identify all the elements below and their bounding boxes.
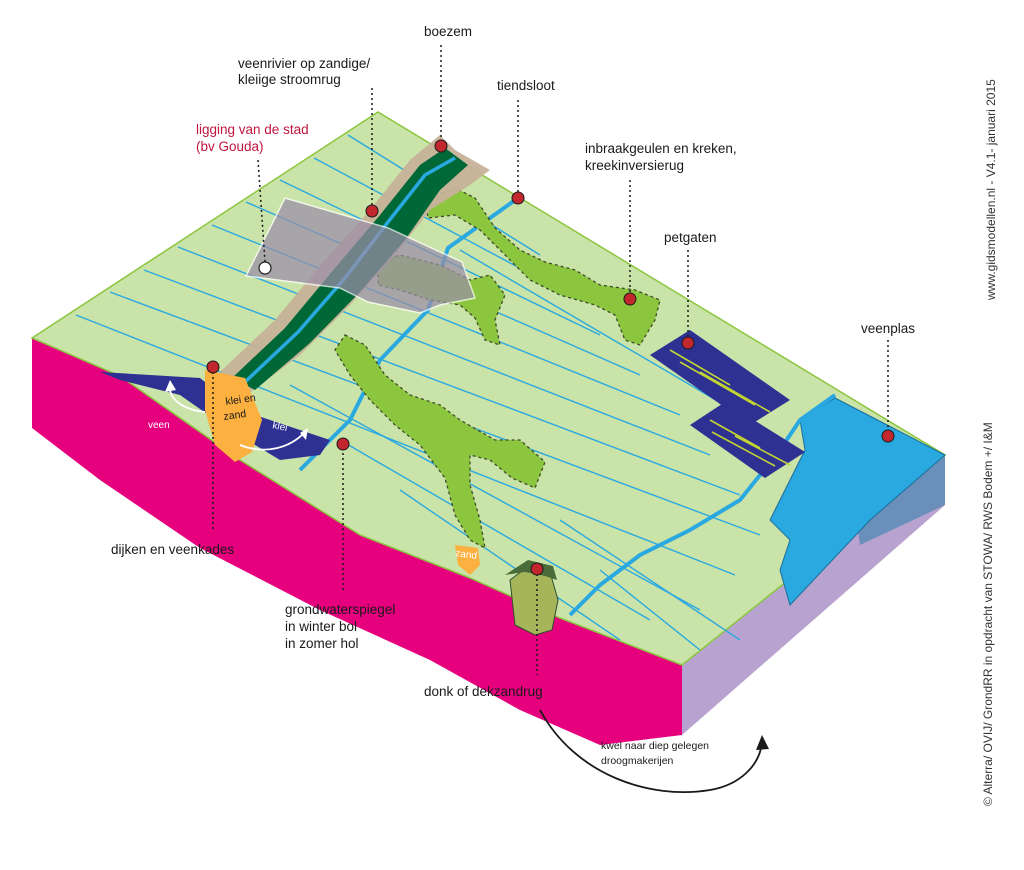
marker-stad xyxy=(258,261,272,275)
credit-copyright: © Alterra/ OVIJ/ GrondRR in opdracht van… xyxy=(981,422,995,806)
label-klei-en: klei en xyxy=(225,392,257,408)
label-veenrivier-line2: kleiige stroomrug xyxy=(238,72,341,87)
marker-grondwater xyxy=(336,437,350,451)
klei-en-zand-body xyxy=(205,370,262,462)
main-canal-south xyxy=(568,393,837,617)
label-inbraak-line1: inbraakgeulen en kreken, xyxy=(585,141,737,156)
stad-gouda-area xyxy=(244,197,477,314)
zand-lens xyxy=(455,545,480,575)
label-boezem: boezem xyxy=(424,24,472,39)
label-veen: veen xyxy=(148,420,170,431)
marker-tiendsloot xyxy=(511,191,525,205)
leader-lines xyxy=(212,45,889,675)
marker-donk xyxy=(530,562,544,576)
label-grondwater-line2: in winter bol xyxy=(285,619,357,634)
label-dijken: dijken en veenkades xyxy=(111,542,234,557)
label-inbraak-line2: kreekinversierug xyxy=(585,158,684,173)
label-grondwater-line3: in zomer hol xyxy=(285,636,359,651)
marker-petgaten xyxy=(681,336,695,350)
front-soil-face xyxy=(32,338,682,745)
veenplas-lake xyxy=(769,397,946,606)
marker-inbraakgeul xyxy=(623,292,637,306)
credit-website: www.gidsmodellen.nl - V4.1- januari 2015 xyxy=(984,79,998,301)
label-kwel-line2: droogmakerijen xyxy=(601,755,674,767)
marker-veenplas xyxy=(881,429,895,443)
marker-dijken xyxy=(206,360,220,374)
tiendsloot-canal xyxy=(298,196,520,472)
label-kwel-line1: kwel naar diep gelegen xyxy=(601,740,709,752)
markers xyxy=(206,139,895,576)
label-stad-line2: (bv Gouda) xyxy=(196,139,264,154)
petgaten-pits xyxy=(650,330,805,478)
label-grondwater-line1: grondwaterspiegel xyxy=(285,602,395,617)
label-tiendsloot: tiendsloot xyxy=(497,78,555,93)
veen-arrowhead xyxy=(165,380,176,392)
label-petgaten: petgaten xyxy=(664,230,717,245)
label-veenrivier-line1: veenrivier op zandige/ xyxy=(238,56,370,71)
kwel-arrowhead xyxy=(756,735,769,750)
label-zand-dike: zand xyxy=(223,408,247,423)
marker-veenrivier xyxy=(365,204,379,218)
klei-arrowhead xyxy=(300,428,308,440)
label-stad-line1: ligging van de stad xyxy=(196,122,309,137)
marker-boezem xyxy=(434,139,448,153)
label-klei: klei xyxy=(271,420,288,434)
label-veenplas: veenplas xyxy=(861,321,915,336)
label-zand-lens: zand xyxy=(455,548,478,562)
label-donk: donk of dekzandrug xyxy=(424,684,543,699)
inbraakgeul-creek-north xyxy=(424,187,661,346)
inbraakgeul-creek-south xyxy=(334,334,546,550)
kwel-arrow xyxy=(539,709,763,794)
klei-arrow xyxy=(239,431,306,451)
